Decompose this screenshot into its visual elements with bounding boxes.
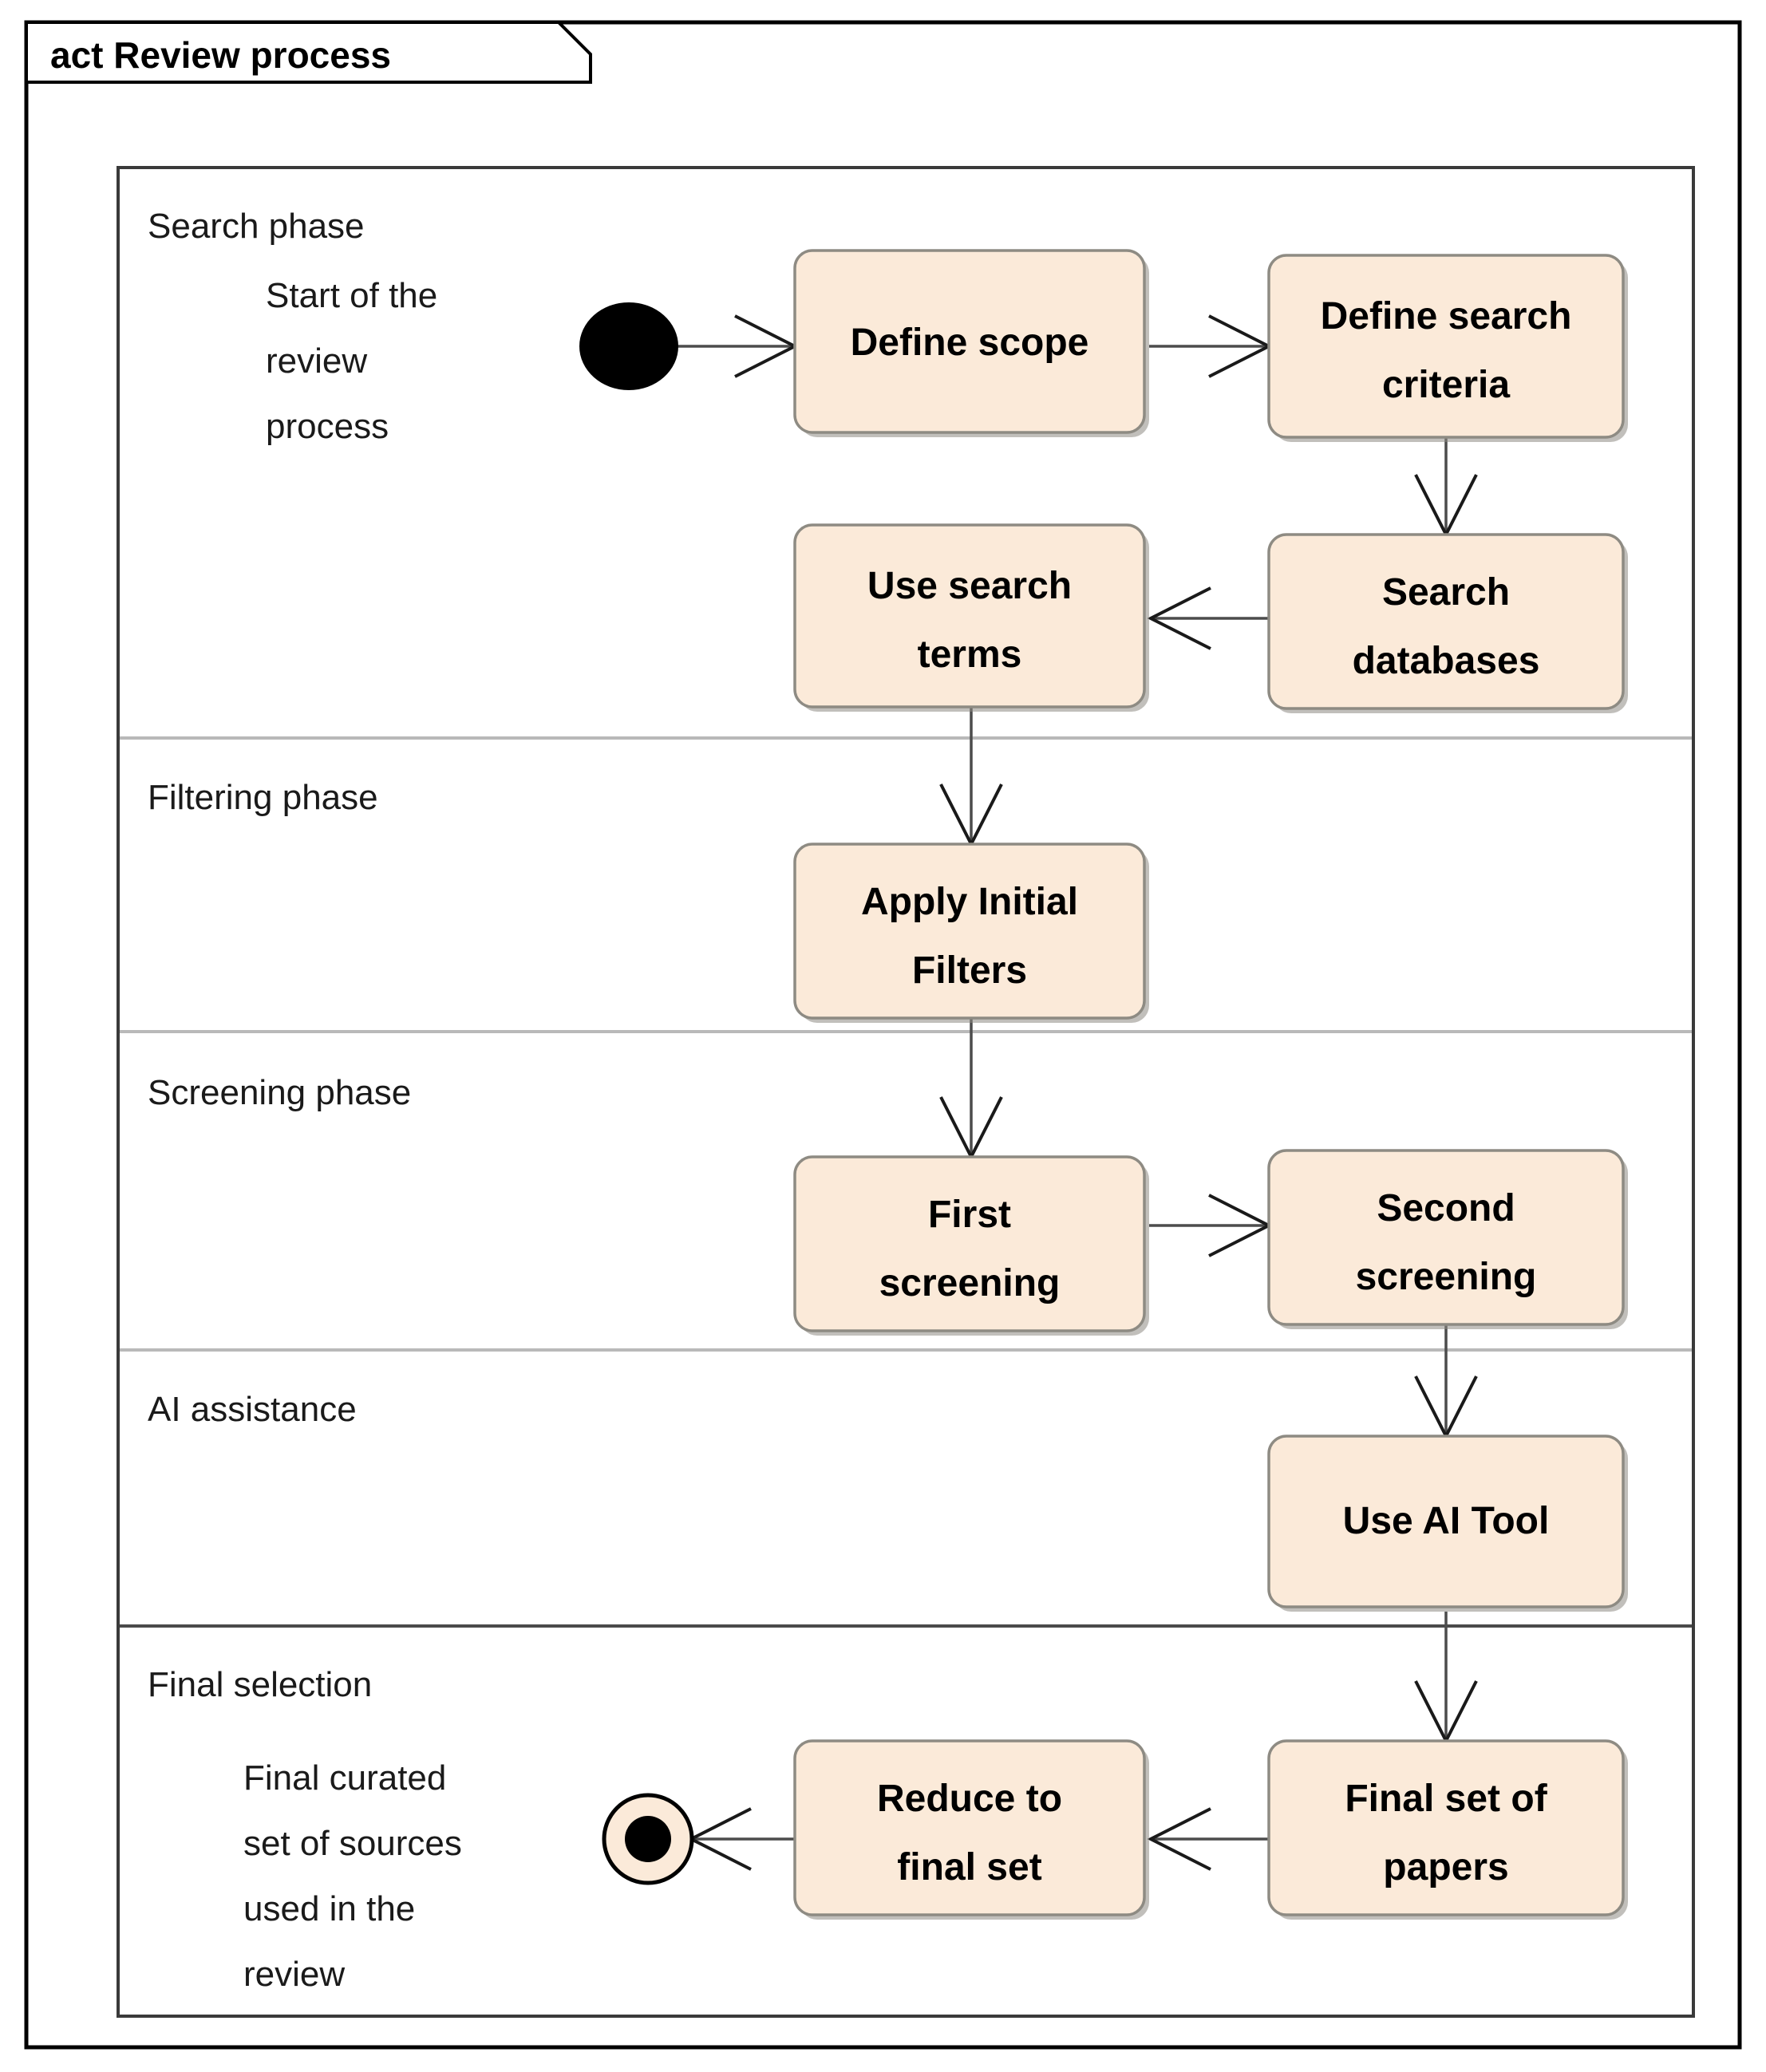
action-define-search-criteria-line-2: criteria: [1382, 364, 1510, 406]
lane-label-final-selection: Final selection: [148, 1665, 372, 1704]
action-search-databases[interactable]: Search databases: [1267, 533, 1628, 713]
action-apply-initial-filters[interactable]: Apply Initial Filters: [793, 843, 1149, 1023]
note-end-line-3: used in the: [243, 1889, 415, 1928]
action-second-screening[interactable]: Second screening: [1267, 1149, 1628, 1329]
action-reduce-to-final-set-line-2: final set: [897, 1846, 1041, 1888]
lane-label-ai-assistance: AI assistance: [148, 1390, 357, 1429]
action-search-databases-line-1: Search: [1382, 571, 1510, 614]
lane-label-search-phase: Search phase: [148, 207, 365, 246]
action-search-databases-line-2: databases: [1353, 640, 1540, 682]
action-apply-initial-filters-line-1: Apply Initial: [861, 881, 1078, 923]
action-define-search-criteria-line-1: Define search: [1321, 295, 1572, 337]
action-final-set-of-papers-line-1: Final set of: [1345, 1778, 1547, 1820]
action-use-ai-tool-label: Use AI Tool: [1343, 1500, 1550, 1542]
action-first-screening-line-2: screening: [879, 1262, 1061, 1304]
action-reduce-to-final-set-line-1: Reduce to: [877, 1778, 1062, 1820]
flow-search-databases-to-use-search-terms: [1147, 586, 1269, 650]
note-end-line-4: review: [243, 1955, 345, 1994]
action-final-set-of-papers[interactable]: Final set of papers: [1267, 1739, 1628, 1920]
action-define-scope[interactable]: Define scope: [793, 249, 1149, 437]
lane-label-filtering-phase: Filtering phase: [148, 778, 378, 817]
action-use-search-terms[interactable]: Use search terms: [793, 523, 1149, 712]
action-final-set-of-papers-line-2: papers: [1383, 1846, 1508, 1888]
action-use-ai-tool[interactable]: Use AI Tool: [1267, 1435, 1628, 1612]
flow-final-set-of-papers-to-reduce-to-final-set: [1147, 1807, 1269, 1871]
action-define-scope-label: Define scope: [851, 322, 1089, 364]
note-end-line-1: Final curated: [243, 1758, 446, 1798]
action-reduce-to-final-set[interactable]: Reduce to final set: [793, 1739, 1149, 1920]
note-start-of-review: Start of the review process: [266, 276, 437, 446]
initial-node[interactable]: [579, 302, 678, 390]
action-first-screening[interactable]: First screening: [793, 1155, 1149, 1336]
note-start-line-1: Start of the: [266, 276, 437, 315]
final-node[interactable]: [602, 1793, 694, 1885]
action-define-search-criteria[interactable]: Define search criteria: [1267, 254, 1628, 442]
diagram-frame: [24, 20, 1742, 2050]
lane-label-screening-phase: Screening phase: [148, 1073, 411, 1112]
note-start-line-3: process: [266, 407, 389, 446]
action-second-screening-line-1: Second: [1377, 1187, 1515, 1229]
note-end-line-2: set of sources: [243, 1824, 462, 1863]
action-use-search-terms-line-1: Use search: [867, 565, 1072, 607]
note-final-curated-set: Final curated set of sources used in the…: [243, 1758, 462, 1994]
action-apply-initial-filters-line-2: Filters: [912, 949, 1027, 992]
action-first-screening-line-1: First: [928, 1194, 1011, 1236]
action-second-screening-line-2: screening: [1356, 1256, 1537, 1298]
title-tab: [25, 21, 592, 84]
diagram-title: act Review process: [50, 34, 391, 76]
note-start-line-2: review: [266, 341, 367, 381]
action-use-search-terms-line-2: terms: [918, 633, 1022, 676]
